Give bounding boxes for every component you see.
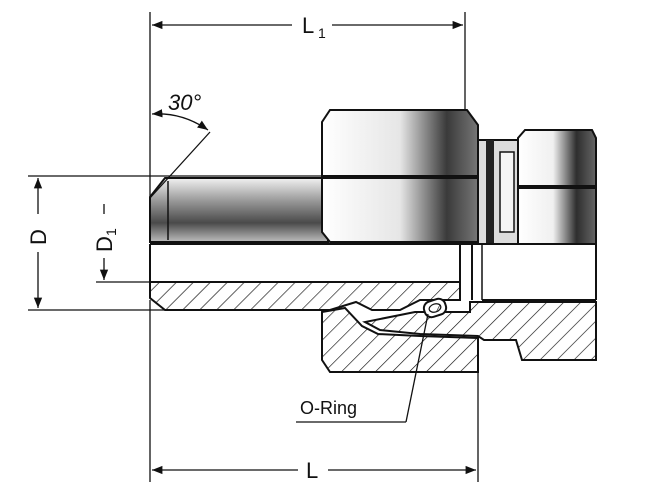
tube-section xyxy=(149,281,461,311)
neck-ring xyxy=(477,139,519,245)
nut-section xyxy=(321,306,479,373)
o-ring xyxy=(422,297,448,319)
angle-label: 30° xyxy=(168,90,201,115)
union-nut xyxy=(321,109,479,243)
body-section xyxy=(362,301,597,361)
l1-label: L xyxy=(302,13,314,38)
tube-exterior xyxy=(149,177,329,243)
d1-subscript: 1 xyxy=(103,228,119,236)
body-hex xyxy=(517,129,597,245)
angle-indicator xyxy=(149,109,211,199)
o-ring-label: O-Ring xyxy=(300,398,357,418)
extension-lines xyxy=(28,12,479,482)
o-ring-leader xyxy=(296,313,429,423)
d-label: D xyxy=(26,229,51,245)
l1-subscript: 1 xyxy=(318,25,326,41)
l-label: L xyxy=(306,458,318,483)
d1-label: D xyxy=(92,236,117,252)
